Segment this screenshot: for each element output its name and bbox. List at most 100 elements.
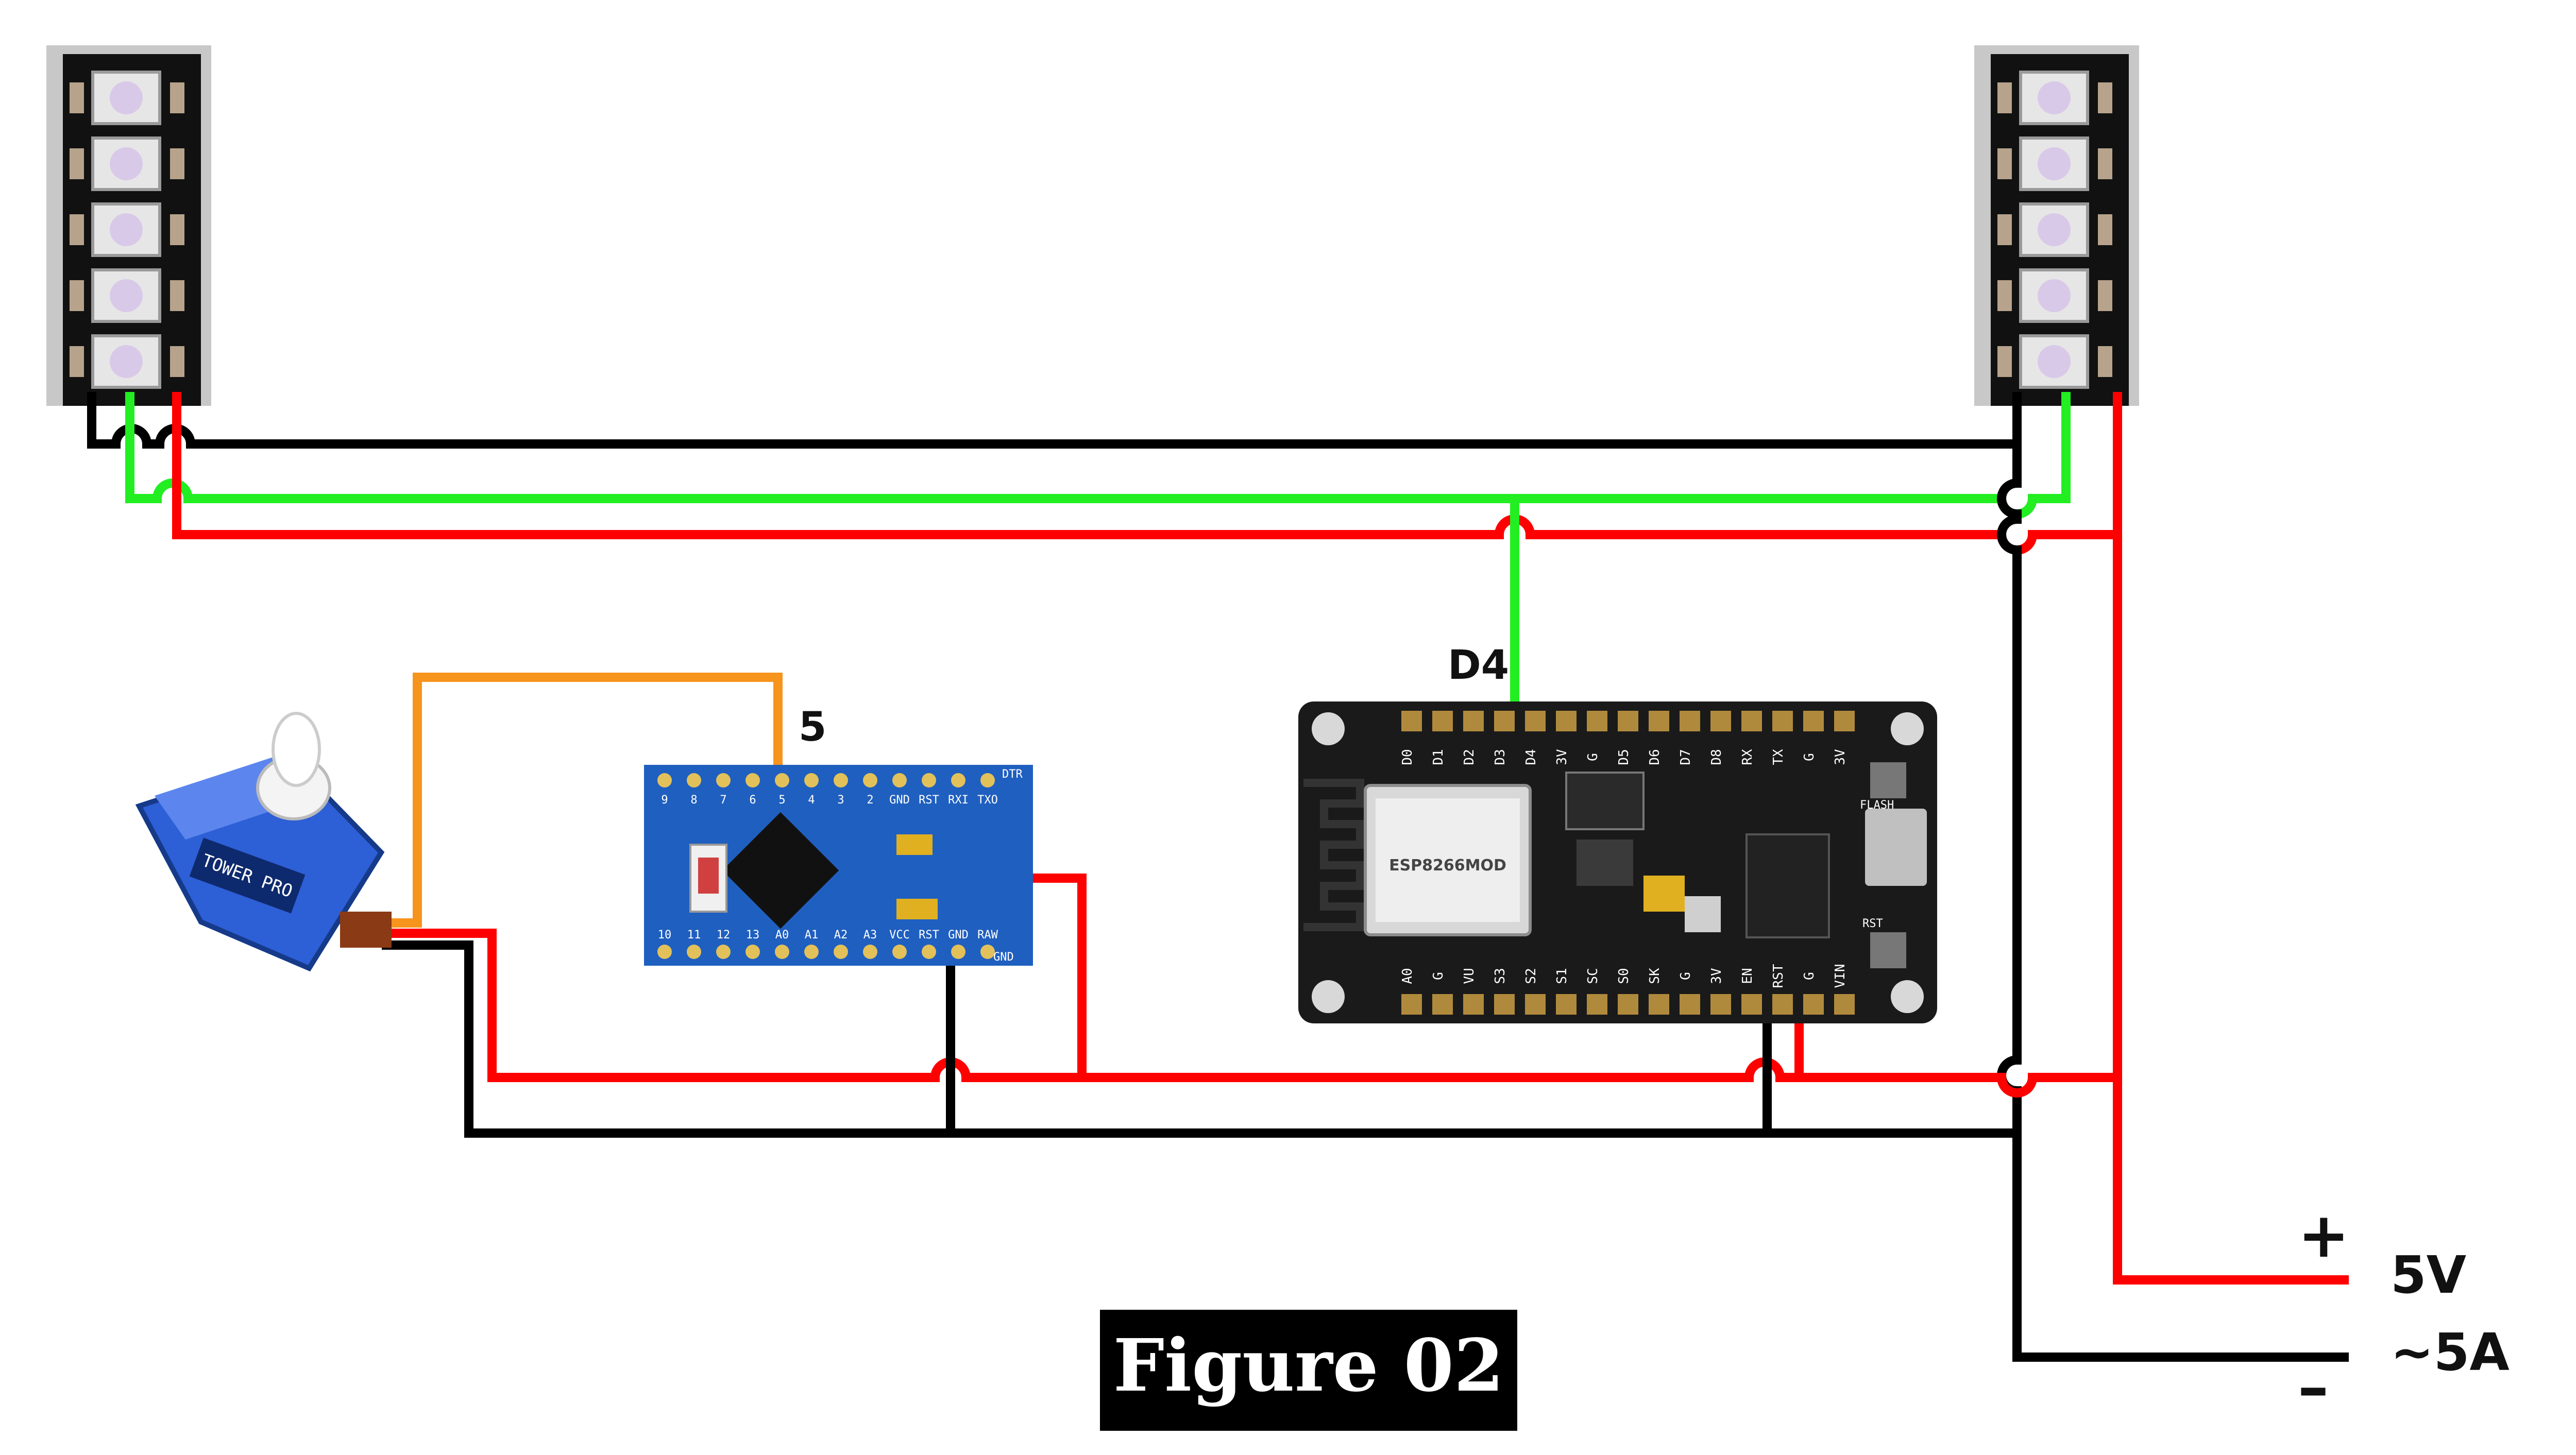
promini-bottom-pin-label: A2 bbox=[834, 929, 848, 942]
led-strip-left bbox=[46, 45, 211, 406]
promini-top-hole bbox=[687, 773, 701, 788]
nodemcu-bottom-pin bbox=[1772, 994, 1793, 1015]
nodemcu-top-pin-label: D3 bbox=[1493, 749, 1508, 765]
nodemcu-bottom-pin bbox=[1741, 994, 1762, 1015]
nodemcu-top-pin bbox=[1741, 711, 1762, 731]
nodemcu-top-pin bbox=[1587, 711, 1607, 731]
flash-button-label: FLASH bbox=[1860, 799, 1894, 812]
promini-top-pin-label: 6 bbox=[749, 794, 756, 807]
promini-bottom-pin-label: A0 bbox=[775, 929, 789, 942]
promini-bottom-hole bbox=[892, 945, 907, 959]
nodemcu-bottom-pin bbox=[1618, 994, 1638, 1015]
nodemcu-top-pin bbox=[1803, 711, 1824, 731]
promini-top-pin-label: 2 bbox=[867, 794, 873, 807]
nodemcu-top-pin-label: D5 bbox=[1616, 749, 1632, 765]
promini-gnd-label: GND bbox=[993, 951, 1014, 964]
nodemcu-bottom-pin bbox=[1680, 994, 1700, 1015]
nodemcu-bottom-pin-label: 3V bbox=[1709, 968, 1724, 984]
promini-bottom-pin-label: 11 bbox=[687, 929, 701, 942]
nodemcu-bottom-pin-label: A0 bbox=[1400, 968, 1415, 984]
rst-button-label: RST bbox=[1862, 917, 1883, 930]
promini-top-hole bbox=[951, 773, 965, 788]
promini-bottom-hole bbox=[716, 945, 731, 959]
nodemcu-bottom-pin-label: SK bbox=[1647, 968, 1663, 984]
nodemcu-top-pin bbox=[1710, 711, 1731, 731]
voltage-label: 5V bbox=[2391, 1245, 2466, 1305]
promini-bottom-pin-label: GND bbox=[948, 929, 969, 942]
nodemcu-bottom-pin-label: VIN bbox=[1833, 964, 1848, 988]
nodemcu-bottom-pin-label: G bbox=[1678, 972, 1693, 980]
nodemcu-top-pin bbox=[1649, 711, 1669, 731]
promini-top-pin-label: RST bbox=[919, 794, 939, 807]
servo-gnd-wire bbox=[382, 940, 2022, 1138]
minus-sign: – bbox=[2298, 1352, 2329, 1424]
promini-top-hole bbox=[716, 773, 731, 788]
nodemcu-top-pin-label: G bbox=[1585, 753, 1601, 761]
nodemcu-top-pin-label: TX bbox=[1771, 749, 1786, 765]
promini-top-hole bbox=[892, 773, 907, 788]
nodemcu-top-pin bbox=[1556, 711, 1577, 731]
promini-bottom-hole bbox=[951, 945, 965, 959]
current-label: ~5A bbox=[2391, 1322, 2510, 1382]
nodemcu-bottom-pin-label: EN bbox=[1740, 968, 1755, 984]
nodemcu-top-pin bbox=[1772, 711, 1793, 731]
nodemcu-bottom-pin bbox=[1556, 994, 1577, 1015]
nodemcu-bottom-pin-label: S2 bbox=[1523, 968, 1539, 984]
nodemcu-top-pin-label: 3V bbox=[1554, 749, 1570, 765]
promini-top-pin-label: GND bbox=[889, 794, 910, 807]
vcc-wire-top bbox=[172, 392, 2122, 555]
nodemcu-bottom-pin-label: VU bbox=[1462, 968, 1477, 984]
nodemcu-bottom-pin bbox=[1525, 994, 1546, 1015]
promini-top-pin-label: RXI bbox=[948, 794, 969, 807]
nodemcu-bottom-pin-label: G bbox=[1431, 972, 1446, 980]
promini-top-hole bbox=[804, 773, 819, 788]
nodemcu-bottom-pin-label: G bbox=[1802, 972, 1817, 980]
left-strip-led-5 bbox=[70, 334, 184, 389]
nodemcu-top-pin bbox=[1834, 711, 1855, 731]
nodemcu-top-pin bbox=[1463, 711, 1484, 731]
promini-top-hole bbox=[922, 773, 936, 788]
nodemcu-bottom-pin bbox=[1834, 994, 1855, 1015]
nodemcu-top-pin-label: D7 bbox=[1678, 749, 1693, 765]
nodemcu-top-pin bbox=[1494, 711, 1515, 731]
nodemcu-bottom-pin-label: S1 bbox=[1554, 968, 1570, 984]
promini-bottom-hole bbox=[834, 945, 848, 959]
promini-bottom-hole bbox=[745, 945, 760, 959]
gnd-wire-top bbox=[87, 392, 2022, 449]
right-strip-led-1 bbox=[1997, 71, 2112, 125]
nodemcu-top-pin-label: D6 bbox=[1647, 749, 1663, 765]
promini-bottom-pin-label: 10 bbox=[658, 929, 672, 942]
promini-top-pin-label: 3 bbox=[837, 794, 844, 807]
nodemcu-top-pin-label: G bbox=[1802, 753, 1817, 761]
left-strip-led-4 bbox=[70, 268, 184, 323]
promini-bottom-hole bbox=[922, 945, 936, 959]
promini-bottom-pin-label: A3 bbox=[863, 929, 877, 942]
promini-top-pin-label: TXO bbox=[977, 794, 998, 807]
promini-bottom-hole bbox=[687, 945, 701, 959]
right-strip-led-3 bbox=[1997, 202, 2112, 257]
nodemcu-bottom-pin-label: S0 bbox=[1616, 968, 1632, 984]
promini-bottom-pin-label: 12 bbox=[717, 929, 731, 942]
servo-motor: TOWER PRO bbox=[135, 712, 392, 972]
promini-bottom-hole bbox=[775, 945, 789, 959]
promini-bottom-pin-label: VCC bbox=[889, 929, 910, 942]
promini-top-hole bbox=[863, 773, 877, 788]
promini-bottom-pin-label: RST bbox=[919, 929, 939, 942]
nodemcu-top-pin bbox=[1618, 711, 1638, 731]
figure-title: Figure 02 bbox=[1113, 1324, 1504, 1408]
esp-module-label: ESP8266MOD bbox=[1389, 857, 1506, 875]
nodemcu-top-pin bbox=[1432, 711, 1453, 731]
pin-d4-label: D4 bbox=[1448, 642, 1509, 689]
nodemcu-bottom-pin bbox=[1401, 994, 1422, 1015]
promini-bottom-pin-label: 13 bbox=[746, 929, 760, 942]
left-strip-led-1 bbox=[70, 71, 184, 125]
left-strip-led-2 bbox=[70, 136, 184, 191]
promini-bottom-hole bbox=[863, 945, 877, 959]
right-strip-led-5 bbox=[1997, 334, 2112, 389]
plus-sign: + bbox=[2298, 1200, 2350, 1272]
nodemcu-bottom-pin bbox=[1649, 994, 1669, 1015]
nodemcu-bottom-pin bbox=[1587, 994, 1607, 1015]
nodemcu-top-pin-label: D4 bbox=[1523, 749, 1539, 765]
